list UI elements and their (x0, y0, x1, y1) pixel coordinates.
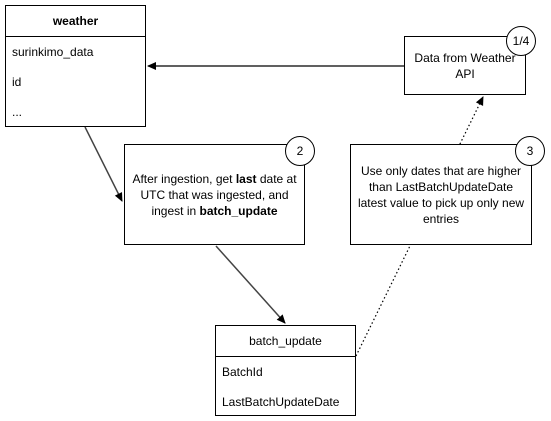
step-badge-2: 2 (285, 136, 315, 166)
batch-update-table-title: batch_update (216, 326, 355, 357)
weather-row-id: id (12, 75, 22, 89)
ingestion-note-bold-last: last (235, 171, 257, 186)
weather-table[interactable]: weather surinkimo_data id ... (5, 5, 146, 127)
ingestion-note-bold-batch-update: batch_update (199, 203, 278, 218)
ingestion-to-batch-update-arrow (215, 245, 286, 324)
ingestion-note-text: After ingestion, get last date at UTC th… (131, 171, 298, 219)
step-badge-3: 3 (515, 136, 545, 166)
filter-note-text: Use only dates that are higher than Last… (357, 163, 525, 226)
batch-update-row-last-batch-update-date: LastBatchUpdateDate (222, 395, 340, 409)
weather-table-title: weather (6, 6, 145, 37)
weather-api-note-text: Data from Weather API (414, 50, 516, 81)
weather-row-more: ... (12, 105, 23, 119)
batch-update-table[interactable]: batch_update BatchId LastBatchUpdateDate (215, 325, 356, 416)
weather-to-ingestion-arrow (84, 126, 123, 202)
ingestion-note-part-1: After ingestion, get (132, 171, 236, 186)
batch-update-row-batch-id: BatchId (222, 365, 263, 379)
weather-api-note[interactable]: Data from Weather API (404, 36, 526, 95)
step-badge-1-4: 1/4 (506, 26, 536, 56)
ingestion-note-part-2: date at UTC that was ingested, and inges… (140, 171, 297, 218)
filter-note[interactable]: Use only dates that are higher than Last… (350, 144, 532, 245)
ingestion-note[interactable]: After ingestion, get last date at UTC th… (124, 144, 305, 245)
weather-row-surinkimo-data: surinkimo_data (12, 45, 94, 59)
